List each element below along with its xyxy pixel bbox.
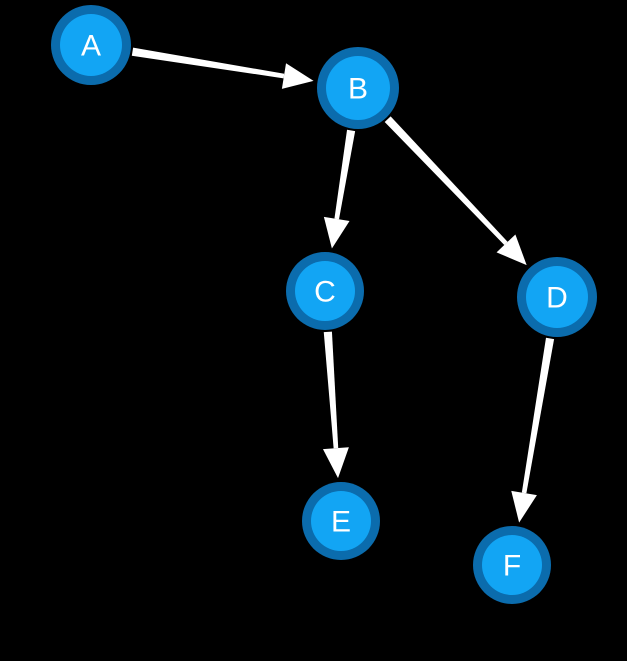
node-label: A bbox=[81, 30, 101, 63]
graph-edge-b-to-d[interactable] bbox=[384, 116, 527, 266]
graph-edge-b-to-c[interactable] bbox=[323, 129, 356, 249]
graph-edge-c-to-e[interactable] bbox=[322, 331, 349, 479]
arrowhead-icon bbox=[511, 490, 537, 523]
node-label: E bbox=[331, 506, 351, 539]
node-inner-disc bbox=[311, 491, 371, 551]
graph-node-e[interactable]: E bbox=[302, 482, 380, 560]
edge-shaft bbox=[384, 116, 508, 245]
node-label: C bbox=[314, 276, 336, 309]
arrowhead-icon bbox=[496, 234, 527, 266]
edge-shaft bbox=[323, 331, 339, 449]
graph-edge-a-to-b[interactable] bbox=[131, 47, 314, 89]
graph-node-f[interactable]: F bbox=[473, 526, 551, 604]
node-label: B bbox=[348, 73, 368, 106]
graph-node-c[interactable]: C bbox=[286, 252, 364, 330]
arrowhead-icon bbox=[322, 447, 349, 479]
node-inner-disc bbox=[60, 14, 122, 76]
edge-shaft bbox=[521, 337, 555, 494]
nodes-layer: A B C D E F bbox=[51, 5, 597, 604]
node-inner-disc bbox=[326, 56, 390, 120]
edges-layer bbox=[131, 47, 555, 523]
graph-node-a[interactable]: A bbox=[51, 5, 131, 85]
edge-shaft bbox=[131, 47, 285, 79]
graph-node-b[interactable]: B bbox=[317, 47, 399, 129]
node-inner-disc bbox=[526, 266, 588, 328]
node-inner-disc bbox=[482, 535, 542, 595]
edge-shaft bbox=[334, 129, 356, 220]
arrowhead-icon bbox=[281, 63, 314, 89]
arrowhead-icon bbox=[323, 216, 350, 249]
node-inner-disc bbox=[295, 261, 355, 321]
node-label: F bbox=[503, 550, 521, 583]
node-label: D bbox=[546, 282, 568, 315]
graph-edge-d-to-f[interactable] bbox=[511, 337, 555, 523]
graph-node-d[interactable]: D bbox=[517, 257, 597, 337]
